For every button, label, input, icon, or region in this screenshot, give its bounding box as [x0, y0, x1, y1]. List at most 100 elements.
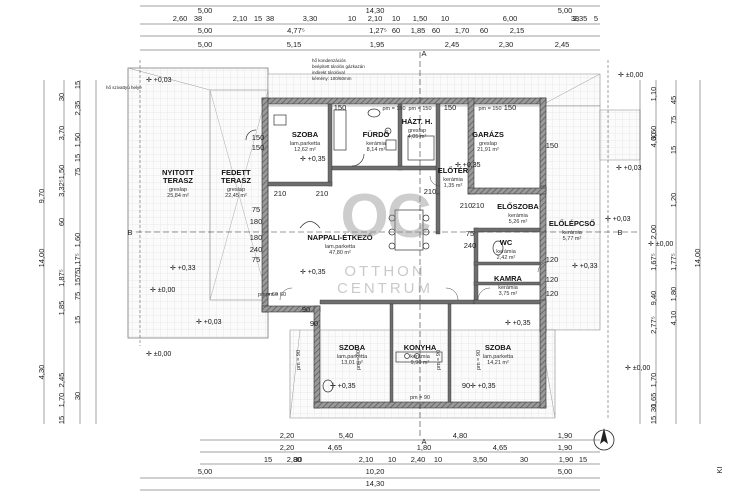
room-name: SZOBA: [339, 343, 366, 352]
dim-top-row1: 10: [441, 14, 449, 23]
wall-dim: 240: [464, 241, 477, 250]
dim-bottom-row3: 1,90: [559, 455, 574, 464]
door-label: pm = 150: [478, 106, 501, 112]
dim-left-mid: 15: [73, 154, 82, 162]
dim-top-row3: 2,30: [499, 40, 514, 49]
dim-bottom-row2: 2,20: [280, 443, 295, 452]
dim-top-row0: 5,00: [558, 6, 573, 15]
dim-left-outer: 14,00: [37, 249, 46, 268]
dim-right-mid: 4,10: [669, 311, 678, 326]
door-label: pm = 150: [382, 106, 405, 112]
room-area: 5,77 m²: [563, 236, 582, 242]
room-name: NYITOTT: [162, 168, 194, 177]
dim-bottom-row3: 2,80: [287, 455, 302, 464]
dim-bottom-row1: 5,40: [339, 431, 354, 440]
room-name: TERASZ: [221, 176, 251, 185]
wall-dim: 120: [546, 289, 559, 298]
dim-bottom-row3: 10: [388, 455, 396, 464]
dim-right-inner: 1,70: [649, 373, 658, 388]
wall-dim: 150: [546, 141, 559, 150]
dim-top-row1: 15: [254, 14, 262, 23]
dim-left-mid: 1,17⁵: [73, 253, 82, 271]
room-floor: kerámia: [496, 249, 517, 255]
level-marker: ✛ +0,33: [170, 264, 196, 272]
dim-top-row3: 5,00: [198, 40, 213, 49]
wall-dim: 90: [462, 381, 470, 390]
room-area: 13,01 m²: [341, 360, 363, 366]
room-area: 12,62 m²: [294, 147, 316, 153]
wall-dim: 75: [252, 205, 260, 214]
room-name: SZOBA: [292, 130, 319, 139]
dim-left-inner: 1,87⁵: [57, 269, 66, 287]
level-marker: ✛ ±0,00: [150, 286, 175, 294]
wall-dim: 150: [252, 133, 265, 142]
dim-top-row2: 1,27⁵: [369, 26, 387, 35]
dim-top-row1: 2,10: [368, 14, 383, 23]
room-area: 5,26 m²: [509, 219, 528, 225]
room-floor: lam.parketta: [325, 244, 356, 250]
dim-left-inner: 1,50: [57, 165, 66, 180]
room-area: 21,91 m²: [477, 147, 499, 153]
dim-bottom-row3: 3,50: [473, 455, 488, 464]
paving-areas: [127, 67, 641, 419]
dim-bottom-row3: 2,10: [359, 455, 374, 464]
dim-top-row1: 38: [194, 14, 202, 23]
room-name: NAPPALI-ÉTKEZŐ: [307, 233, 372, 242]
wall-dim: 210: [316, 189, 329, 198]
dim-top-row1: 10: [348, 14, 356, 23]
level-marker: ✛ +0,03: [146, 76, 172, 84]
dim-bottom-row2: 1,90: [558, 443, 573, 452]
dim-bottom-row3: 30: [294, 455, 302, 464]
room-name: KAMRA: [494, 274, 522, 283]
room-name: WC: [500, 238, 513, 247]
dim-left-mid: 30: [73, 392, 82, 400]
heat-pump-note: hő szivattyú helye: [106, 85, 142, 90]
dim-top-row1: 2,60: [173, 14, 188, 23]
dim-left-inner: 15: [57, 416, 66, 424]
dim-top-row1: 2,35: [573, 14, 588, 23]
door-label: pm = 90: [476, 350, 482, 370]
room-floor: lam.parketta: [337, 354, 368, 360]
dim-right-inner: 30: [649, 404, 658, 412]
dim-top-row1: 38: [266, 14, 274, 23]
dim-right-inner: 4,60: [649, 133, 658, 148]
dim-bottom-row2: 4,65: [328, 443, 343, 452]
room-area: 4,05 m²: [408, 134, 427, 140]
room-floor: lam.parketta: [483, 354, 514, 360]
north-arrow-icon: [593, 428, 615, 451]
dim-top-row2: 4,77⁵: [287, 26, 305, 35]
dim-right-mid: 1,80: [669, 287, 678, 302]
watermark: OC OTTHON CENTRUM: [330, 185, 440, 345]
dim-top-row2: 1,85: [411, 26, 426, 35]
dim-top-row3: 1,95: [370, 40, 385, 49]
wall-dim: 150: [252, 143, 265, 152]
level-marker: ✛ +0,03: [605, 215, 631, 223]
dim-right-inner: 1,65: [649, 393, 658, 408]
room-name: ELŐSZOBA: [497, 202, 539, 211]
room-area: 22,45 m²: [225, 193, 247, 199]
dim-bottom-row3: 15: [579, 455, 587, 464]
dim-left-inner: 30: [57, 93, 66, 101]
dim-bottom-row3: 10: [434, 455, 442, 464]
dim-left-mid: 75: [73, 270, 82, 278]
room-name: FÜRDŐ: [363, 130, 390, 139]
room-floor: greslap: [227, 187, 245, 193]
dim-left-mid: 15: [73, 278, 82, 286]
dim-right-mid: 1,20: [669, 193, 678, 208]
door-label: pm = 90: [410, 395, 430, 401]
door-swings: [279, 175, 549, 301]
dim-bottom-row2: 1,80: [417, 443, 432, 452]
dim-bottom-row1: 1,90: [558, 431, 573, 440]
room-floor: kerámia: [508, 213, 529, 219]
dim-top-row0: 14,30: [366, 6, 385, 15]
wall-dim: 150: [334, 103, 347, 112]
level-marker: ✛ ±0,00: [146, 350, 171, 358]
dim-right-inner: 3,60: [649, 126, 658, 141]
wall-dim: 210: [460, 201, 473, 210]
dim-top-row0: 5,00: [198, 6, 213, 15]
dim-top-row1: 3,30: [303, 14, 318, 23]
wall-dim: 75: [252, 255, 260, 264]
section-label: B: [617, 228, 622, 237]
dim-bottom-row2: 4,65: [493, 443, 508, 452]
room-floor: kerámia: [443, 177, 464, 183]
